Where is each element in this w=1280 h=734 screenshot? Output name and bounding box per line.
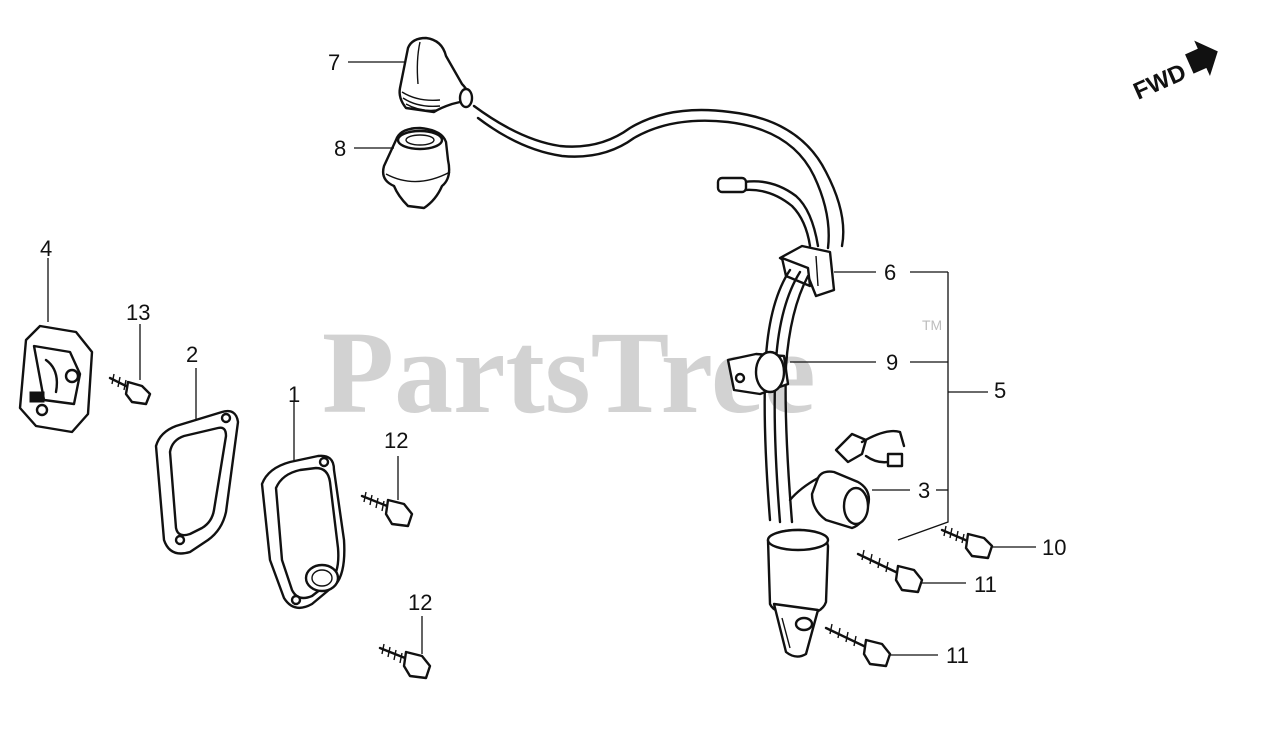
- callout-2: 2: [186, 342, 198, 367]
- high-tension-lead: [472, 104, 845, 250]
- spark-plug-cap-part-7[interactable]: [398, 36, 474, 114]
- bolt-part-11-lower[interactable]: [824, 623, 892, 668]
- fwd-label: FWD: [1129, 59, 1190, 106]
- screw-part-12-upper[interactable]: [360, 491, 414, 528]
- callout-10: 10: [1042, 535, 1066, 560]
- callout-6: 6: [884, 260, 896, 285]
- cover-part-1[interactable]: [260, 454, 346, 610]
- gasket-part-2[interactable]: [154, 409, 240, 555]
- screw-part-13[interactable]: [108, 373, 152, 406]
- callout-11-lower: 11: [946, 643, 969, 668]
- callout-11-upper: 11: [974, 572, 997, 597]
- condenser-part-3[interactable]: [788, 429, 906, 530]
- callout-5: 5: [994, 378, 1006, 403]
- bolt-part-11-upper[interactable]: [856, 549, 924, 594]
- forward-arrow-icon: [1185, 40, 1218, 76]
- callout-12-upper: 12: [384, 428, 408, 453]
- callout-12-lower: 12: [408, 590, 432, 615]
- ignition-coil[interactable]: [766, 528, 830, 658]
- callout-7: 7: [328, 50, 340, 75]
- fwd-direction-indicator: FWD: [1129, 40, 1218, 106]
- callout-4: 4: [40, 236, 52, 261]
- cable-clip-part-9[interactable]: [726, 350, 790, 396]
- screw-part-12-lower[interactable]: [378, 643, 432, 680]
- callout-9: 9: [886, 350, 898, 375]
- callout-1: 1: [288, 382, 300, 407]
- callout-3: 3: [918, 478, 930, 503]
- watermark-trademark: TM: [922, 317, 942, 333]
- callout-13: 13: [126, 300, 150, 325]
- plug-boot-part-8[interactable]: [381, 126, 451, 210]
- switch-bracket-part-4[interactable]: [18, 324, 94, 434]
- callout-8: 8: [334, 136, 346, 161]
- bolt-part-10[interactable]: [940, 525, 994, 560]
